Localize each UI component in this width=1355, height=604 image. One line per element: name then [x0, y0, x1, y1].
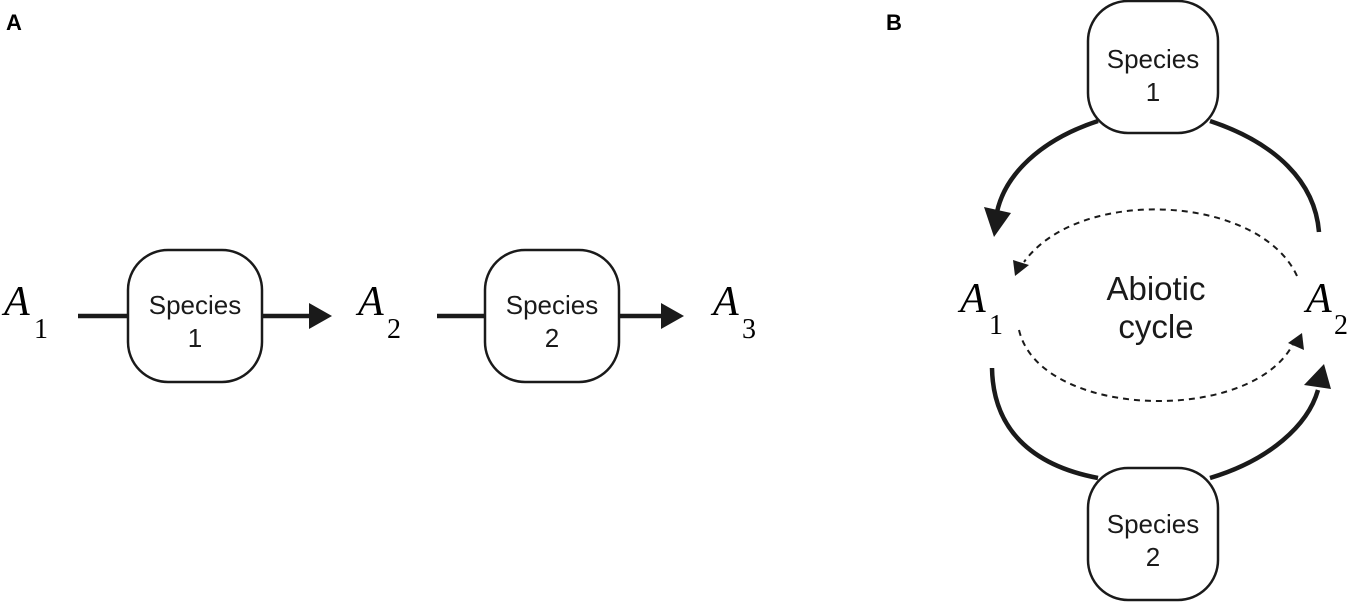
- panel-a-node-a2: A 2: [355, 279, 401, 345]
- panel-a-species-1-box: Species 1: [126, 248, 264, 384]
- panel-a-node-a1: A 1: [1, 279, 48, 345]
- panel-b-edge-lower-left: [989, 367, 1099, 481]
- panel-b-label: B: [886, 10, 902, 35]
- panel-b-node-a2: A 2: [1303, 276, 1348, 341]
- panel-b-abiotic-edge-lower: [1018, 329, 1295, 402]
- panel-b-a1-subscript: 1: [989, 310, 1003, 341]
- panel-a-node-a3: A 3: [710, 279, 756, 345]
- panel-a-species-1-line1: Species: [149, 290, 242, 320]
- panel-a-a2-subscript: 2: [387, 314, 401, 345]
- panel-b-arrowhead-a2-dashed: [1288, 333, 1304, 350]
- panel-b-species-1-line2: 1: [1146, 77, 1160, 107]
- panel-a-a3-symbol: A: [710, 279, 739, 325]
- panel-a-a1-subscript: 1: [34, 314, 48, 345]
- panel-b-arrowhead-a2-solid: [1304, 364, 1331, 389]
- panel-b-node-a1: A 1: [957, 276, 1003, 341]
- panel-b-species-2-line2: 2: [1146, 542, 1160, 572]
- panel-b-arrowhead-a1-dashed: [1013, 260, 1029, 276]
- panel-b-a1-symbol: A: [957, 276, 986, 322]
- panel-a-arrowhead-a2: [309, 303, 332, 329]
- panel-a-species-1-line2: 1: [188, 323, 202, 353]
- panel-b-arrowhead-a1-solid: [984, 207, 1011, 237]
- panel-b-a2-subscript: 2: [1334, 310, 1348, 341]
- panel-b-species-2-box: Species 2: [1086, 466, 1220, 602]
- panel-b-abiotic-edge-upper: [1023, 208, 1298, 277]
- panel-a: A A 1 Species 1 A 2 Species 2: [1, 10, 756, 384]
- panel-b-a2-symbol: A: [1303, 276, 1332, 322]
- panel-b-species-2-rect: [1086, 466, 1220, 602]
- panel-b-center-line1: Abiotic: [1106, 270, 1205, 307]
- panel-b-abiotic-cycle-label: Abiotic cycle: [1106, 270, 1205, 345]
- panel-b-species-1-box: Species 1: [1086, 0, 1220, 135]
- panel-b-species-1-line1: Species: [1107, 44, 1200, 74]
- panel-a-a3-subscript: 3: [742, 314, 756, 345]
- panel-a-a1-symbol: A: [1, 279, 30, 325]
- panel-a-a2-symbol: A: [355, 279, 384, 325]
- panel-b-center-line2: cycle: [1118, 308, 1193, 345]
- panel-a-species-2-line1: Species: [506, 290, 599, 320]
- panel-b-edge-upper-left: [994, 118, 1099, 213]
- panel-b-edge-lower-right: [1209, 389, 1321, 481]
- panel-a-arrowhead-a3: [661, 303, 684, 329]
- panel-a-species-2-line2: 2: [545, 323, 559, 353]
- panel-b-species-2-line1: Species: [1107, 509, 1200, 539]
- panel-a-label: A: [6, 10, 22, 35]
- panel-a-species-2-box: Species 2: [483, 248, 621, 384]
- panel-b-edge-upper-right: [1209, 118, 1322, 233]
- panel-b: B Species 1 Species 2 A 1: [886, 0, 1348, 602]
- panel-b-species-1-rect: [1086, 0, 1220, 135]
